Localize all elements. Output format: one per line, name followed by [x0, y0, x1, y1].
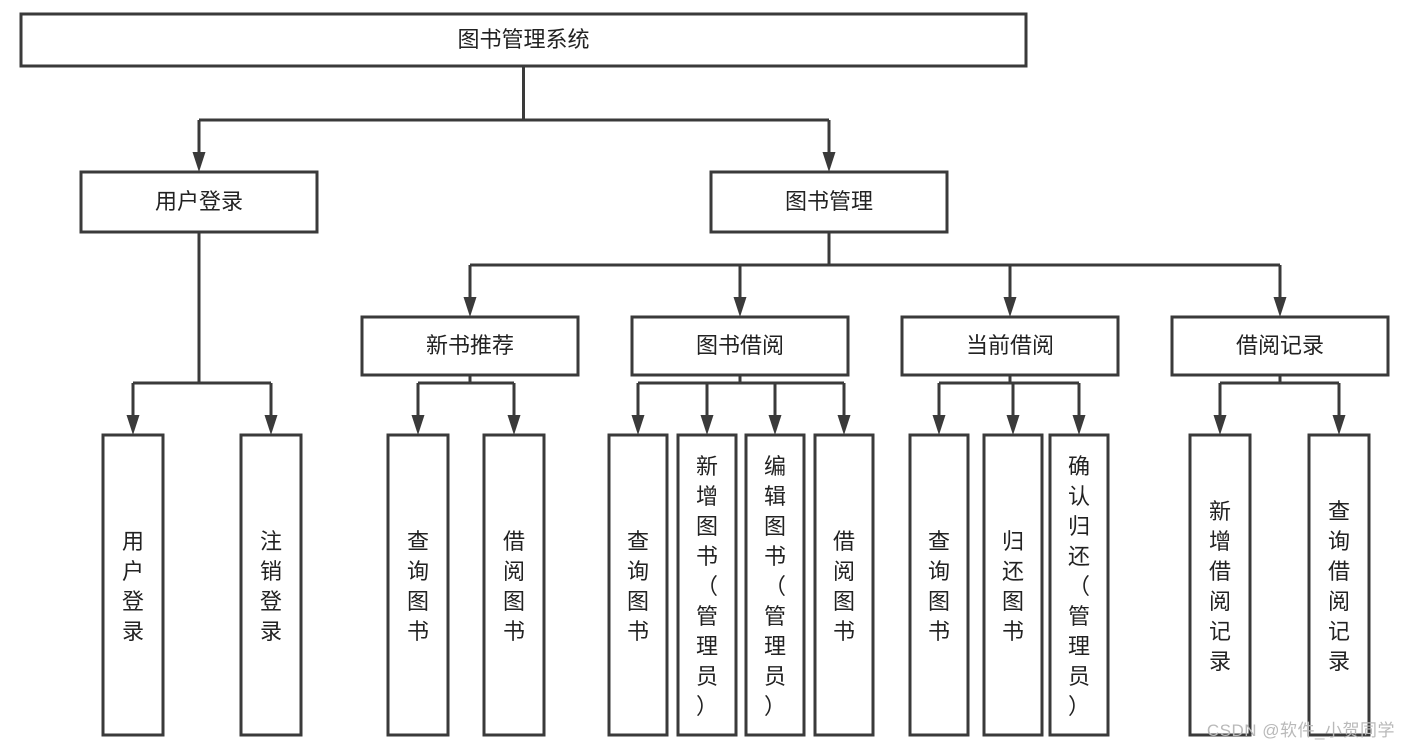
arrowhead-icon — [1213, 415, 1227, 435]
node-leaf-rec-query[interactable]: 查询图书 — [386, 433, 450, 737]
arrowhead-icon — [700, 415, 714, 435]
node-box — [1048, 433, 1110, 737]
arrowhead-icon — [932, 415, 946, 435]
arrowhead-icon — [1072, 415, 1086, 435]
node-borrow-record[interactable]: 借阅记录 — [1170, 315, 1390, 377]
node-leaf-borrow-do[interactable]: 借阅图书 — [813, 433, 875, 737]
node-box — [709, 170, 949, 234]
node-label: 新书推荐 — [426, 333, 514, 358]
arrowhead-icon — [1332, 415, 1346, 435]
node-label: 新增图书（管理员） — [696, 454, 718, 719]
node-box — [239, 433, 303, 737]
node-box — [908, 433, 970, 737]
node-box — [676, 433, 738, 737]
node-label: 借阅记录 — [1236, 333, 1324, 358]
node-label: 借阅图书 — [503, 529, 525, 644]
node-box — [386, 433, 450, 737]
node-label: 查询图书 — [407, 529, 429, 644]
node-label: 用户登录 — [155, 189, 243, 214]
node-leaf-borrow-query[interactable]: 查询图书 — [607, 433, 669, 737]
node-leaf-cur-return[interactable]: 归还图书 — [982, 433, 1044, 737]
node-box — [101, 433, 165, 737]
arrowhead-icon — [463, 297, 477, 317]
node-box — [1170, 315, 1390, 377]
arrowhead-icon — [507, 415, 521, 435]
node-leaf-cur-confirm[interactable]: 确认归还（管理员） — [1048, 433, 1110, 737]
node-leaf-rec-borrow[interactable]: 借阅图书 — [482, 433, 546, 737]
node-label: 归还图书 — [1002, 529, 1024, 644]
node-label: 查询图书 — [627, 529, 649, 644]
node-new-book-rec[interactable]: 新书推荐 — [360, 315, 580, 377]
node-label: 确认归还（管理员） — [1068, 454, 1090, 719]
node-label: 图书管理 — [785, 189, 873, 214]
node-leaf-borrow-add[interactable]: 新增图书（管理员） — [676, 433, 738, 737]
node-label: 查询借阅记录 — [1328, 499, 1350, 674]
node-leaf-user-login[interactable]: 用户登录 — [101, 433, 165, 737]
arrowhead-icon — [126, 415, 140, 435]
arrowhead-icon — [1006, 415, 1020, 435]
node-box — [482, 433, 546, 737]
node-leaf-borrow-edit[interactable]: 编辑图书（管理员） — [744, 433, 806, 737]
node-box — [813, 433, 875, 737]
node-leaf-user-logout[interactable]: 注销登录 — [239, 433, 303, 737]
node-current-borrow[interactable]: 当前借阅 — [900, 315, 1120, 377]
arrowhead-icon — [192, 152, 206, 172]
arrowhead-icon — [768, 415, 782, 435]
arrowhead-icon — [733, 297, 747, 317]
arrowhead-icon — [1273, 297, 1287, 317]
node-leaf-rec-add[interactable]: 新增借阅记录 — [1188, 433, 1252, 737]
arrowhead-icon — [411, 415, 425, 435]
node-label: 用户登录 — [122, 529, 144, 644]
node-root[interactable]: 图书管理系统 — [19, 12, 1028, 68]
diagram-nodes-layer: 图书管理系统用户登录图书管理新书推荐图书借阅当前借阅借阅记录用户登录注销登录查询… — [19, 12, 1390, 737]
arrowhead-icon — [631, 415, 645, 435]
node-book-borrow[interactable]: 图书借阅 — [630, 315, 850, 377]
node-label: 当前借阅 — [966, 333, 1054, 358]
node-user-login[interactable]: 用户登录 — [79, 170, 319, 234]
node-label: 注销登录 — [260, 529, 282, 644]
arrowhead-icon — [837, 415, 851, 435]
node-box — [19, 12, 1028, 68]
node-box — [607, 433, 669, 737]
node-label: 编辑图书（管理员） — [764, 454, 786, 719]
node-label: 查询图书 — [928, 529, 950, 644]
node-label: 新增借阅记录 — [1209, 499, 1231, 674]
node-box — [900, 315, 1120, 377]
arrowhead-icon — [822, 152, 836, 172]
node-box — [744, 433, 806, 737]
node-box — [1307, 433, 1371, 737]
arrowhead-icon — [1003, 297, 1017, 317]
node-box — [630, 315, 850, 377]
node-label: 借阅图书 — [833, 529, 855, 644]
node-box — [79, 170, 319, 234]
node-leaf-cur-query[interactable]: 查询图书 — [908, 433, 970, 737]
node-box — [360, 315, 580, 377]
node-box — [982, 433, 1044, 737]
node-leaf-rec-search[interactable]: 查询借阅记录 — [1307, 433, 1371, 737]
node-label: 图书借阅 — [696, 333, 784, 358]
node-label: 图书管理系统 — [457, 27, 589, 52]
node-book-manage[interactable]: 图书管理 — [709, 170, 949, 234]
connector-lines-layer — [126, 66, 1346, 435]
node-box — [1188, 433, 1252, 737]
arrowhead-icon — [264, 415, 278, 435]
